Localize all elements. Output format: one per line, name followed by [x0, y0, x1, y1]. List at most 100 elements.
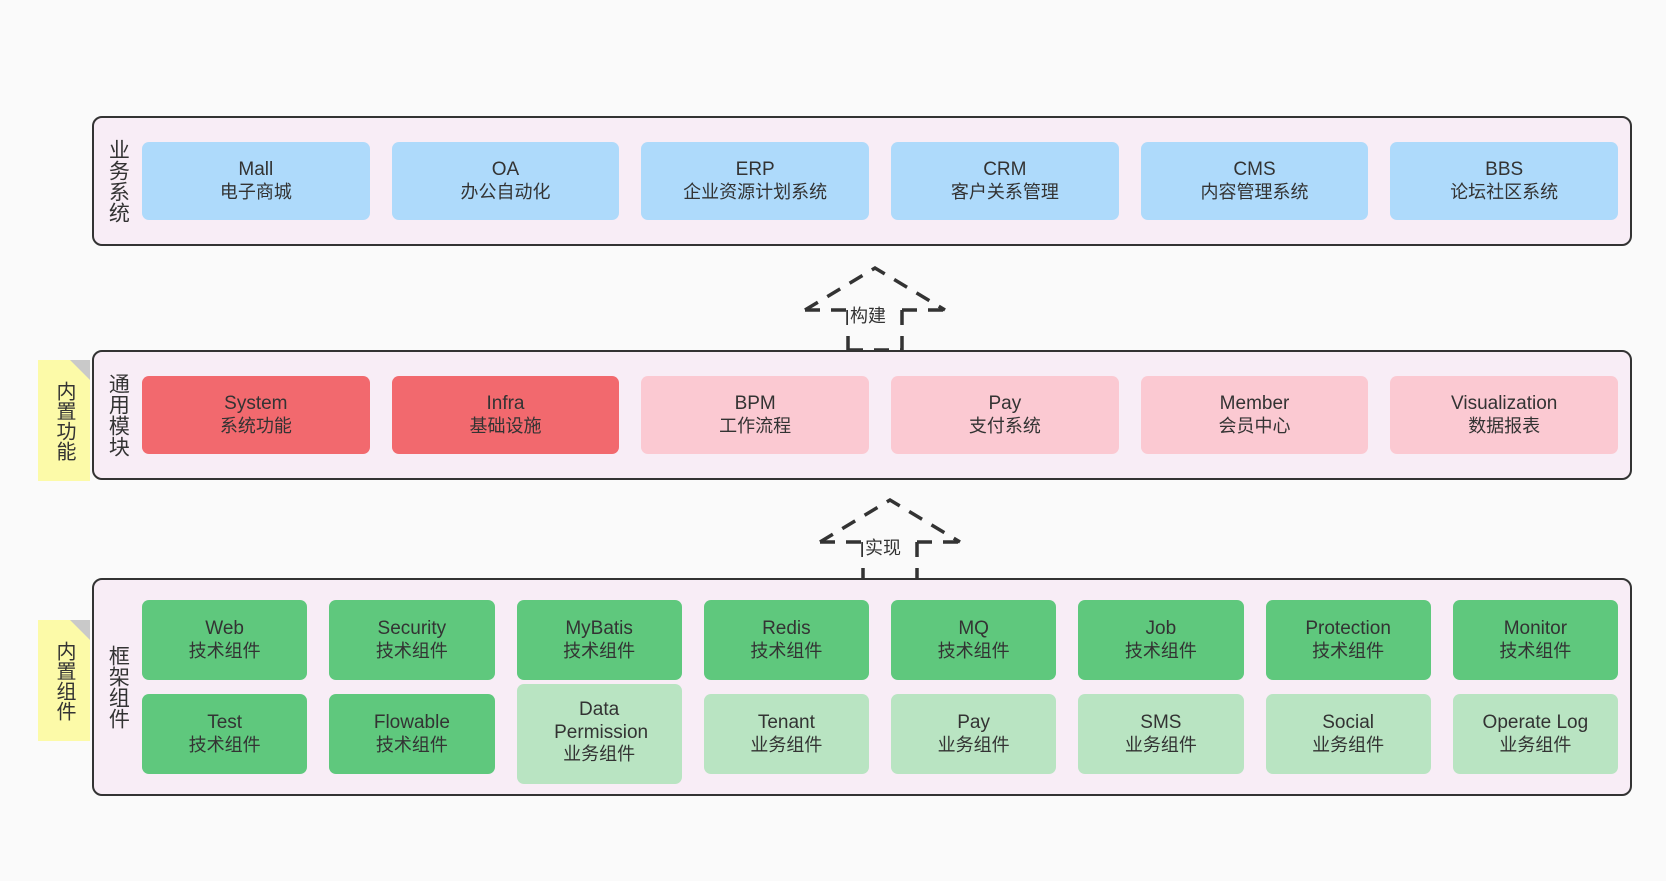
- connector-label-implement: 实现: [863, 534, 903, 560]
- card-title: Redis: [762, 618, 811, 640]
- card-title: CRM: [983, 159, 1027, 181]
- card-mybatis[interactable]: MyBatis 技术组件: [516, 600, 682, 680]
- card-test[interactable]: Test 技术组件: [142, 694, 308, 774]
- layer-body-framework-components: Web 技术组件 Security 技术组件 MyBatis 技术组件 Redi…: [140, 580, 1630, 794]
- card-title: Infra: [486, 393, 525, 415]
- layer-framework-components: 框架组件 Web 技术组件 Security 技术组件 MyBatis 技术组件…: [92, 578, 1632, 796]
- card-title: System: [224, 393, 288, 415]
- card-infra[interactable]: Infra 基础设施: [391, 376, 620, 454]
- card-title: Test: [207, 712, 243, 734]
- card-subtitle: 数据报表: [1468, 415, 1541, 436]
- card-title: Job: [1145, 618, 1177, 640]
- layer-title-business-systems: 业务系统: [106, 139, 130, 223]
- card-flowable[interactable]: Flowable 技术组件: [329, 694, 495, 774]
- card-bpm[interactable]: BPM 工作流程: [641, 376, 870, 454]
- card-monitor[interactable]: Monitor 技术组件: [1452, 600, 1618, 680]
- card-subtitle: 工作流程: [719, 415, 792, 436]
- card-subtitle: 业务组件: [1124, 734, 1197, 755]
- card-crm[interactable]: CRM 客户关系管理: [891, 142, 1119, 220]
- card-title: CMS: [1233, 159, 1276, 181]
- card-subtitle: 技术组件: [1499, 640, 1572, 661]
- arrow-head-build: [804, 265, 946, 312]
- card-mall[interactable]: Mall 电子商城: [142, 142, 370, 220]
- card-subtitle: 客户关系管理: [950, 181, 1059, 202]
- card-security[interactable]: Security 技术组件: [329, 600, 495, 680]
- connector-build: 构建: [800, 262, 950, 352]
- card-redis[interactable]: Redis 技术组件: [703, 600, 869, 680]
- layer-title-framework-components: 框架组件: [106, 645, 130, 729]
- card-cms[interactable]: CMS 内容管理系统: [1140, 142, 1369, 220]
- card-bbs[interactable]: BBS 论坛社区系统: [1390, 142, 1619, 220]
- card-title: MQ: [958, 618, 989, 640]
- note-label: 内置组件: [53, 640, 75, 721]
- card-visualization[interactable]: Visualization 数据报表: [1390, 376, 1619, 454]
- arrow-head-implement: [819, 497, 961, 544]
- card-title: Flowable: [373, 712, 450, 734]
- layer-body-common-modules: System 系统功能 Infra 基础设施 BPM 工作流程 Pay 支付系统…: [140, 352, 1630, 478]
- card-title: SMS: [1140, 712, 1182, 734]
- card-subtitle: 业务组件: [750, 734, 823, 755]
- card-subtitle: 支付系统: [968, 415, 1041, 436]
- layer-business-systems: 业务系统 Mall 电子商城 OA 办公自动化 ERP 企业资源计划系统 CRM…: [92, 116, 1632, 246]
- card-subtitle: 技术组件: [1312, 640, 1385, 661]
- card-subtitle: 系统功能: [219, 415, 292, 436]
- card-title: Monitor: [1503, 618, 1568, 640]
- card-row: Mall 电子商城 OA 办公自动化 ERP 企业资源计划系统 CRM 客户关系…: [142, 142, 1619, 220]
- note-label: 内置功能: [53, 380, 75, 461]
- card-operate-log[interactable]: Operate Log 业务组件: [1452, 694, 1618, 774]
- card-subtitle: 技术组件: [375, 640, 448, 661]
- card-sms[interactable]: SMS 业务组件: [1078, 694, 1244, 774]
- connector-label-build: 构建: [848, 302, 888, 328]
- note-builtin-functions: 内置功能: [38, 360, 90, 481]
- card-mq[interactable]: MQ 技术组件: [891, 600, 1057, 680]
- card-title: BPM: [734, 393, 776, 415]
- card-subtitle: 技术组件: [1124, 640, 1197, 661]
- card-subtitle: 业务组件: [1312, 734, 1385, 755]
- card-title: Social: [1322, 712, 1374, 734]
- layer-title-common-modules: 通用模块: [106, 373, 130, 457]
- card-title: ERP: [735, 159, 775, 181]
- card-pay-component[interactable]: Pay 业务组件: [891, 694, 1057, 774]
- card-title: Protection: [1305, 618, 1391, 640]
- card-pay[interactable]: Pay 支付系统: [891, 376, 1119, 454]
- note-builtin-components: 内置组件: [38, 620, 90, 741]
- card-data-permission[interactable]: Data Permission 业务组件: [516, 684, 682, 784]
- card-web[interactable]: Web 技术组件: [142, 600, 308, 680]
- card-subtitle: 技术组件: [937, 640, 1010, 661]
- card-job[interactable]: Job 技术组件: [1078, 600, 1244, 680]
- card-subtitle: 技术组件: [375, 734, 448, 755]
- card-system[interactable]: System 系统功能: [142, 376, 370, 454]
- card-subtitle: 电子商城: [219, 181, 292, 202]
- card-subtitle: 论坛社区系统: [1450, 181, 1559, 202]
- card-subtitle: 业务组件: [563, 744, 636, 765]
- card-social[interactable]: Social 业务组件: [1265, 694, 1431, 774]
- card-title: Member: [1219, 393, 1290, 415]
- card-member[interactable]: Member 会员中心: [1140, 376, 1369, 454]
- card-subtitle: 技术组件: [188, 640, 261, 661]
- layer-body-business-systems: Mall 电子商城 OA 办公自动化 ERP 企业资源计划系统 CRM 客户关系…: [140, 118, 1630, 244]
- card-title: Tenant: [757, 712, 815, 734]
- card-subtitle: 办公自动化: [460, 181, 551, 202]
- card-subtitle: 会员中心: [1218, 415, 1291, 436]
- card-row: Test 技术组件 Flowable 技术组件 Data Permission …: [142, 684, 1618, 784]
- card-oa[interactable]: OA 办公自动化: [391, 142, 620, 220]
- card-erp[interactable]: ERP 企业资源计划系统: [641, 142, 870, 220]
- card-subtitle: 业务组件: [1499, 734, 1572, 755]
- card-title: MyBatis: [565, 618, 633, 640]
- card-title: OA: [491, 159, 520, 181]
- card-protection[interactable]: Protection 技术组件: [1265, 600, 1431, 680]
- card-tenant[interactable]: Tenant 业务组件: [703, 694, 869, 774]
- connector-implement: 实现: [815, 494, 965, 584]
- card-title: Mall: [238, 159, 274, 181]
- card-subtitle: 基础设施: [469, 415, 542, 436]
- card-title: Visualization: [1451, 393, 1558, 415]
- card-title: Data Permission: [554, 698, 649, 744]
- card-title: Pay: [988, 393, 1022, 415]
- card-title: Operate Log: [1482, 712, 1589, 734]
- card-title: Pay: [957, 712, 990, 734]
- card-title: BBS: [1485, 159, 1524, 181]
- card-title: Web: [205, 618, 244, 640]
- card-subtitle: 技术组件: [563, 640, 636, 661]
- card-subtitle: 技术组件: [750, 640, 823, 661]
- card-row: Web 技术组件 Security 技术组件 MyBatis 技术组件 Redi…: [142, 600, 1618, 680]
